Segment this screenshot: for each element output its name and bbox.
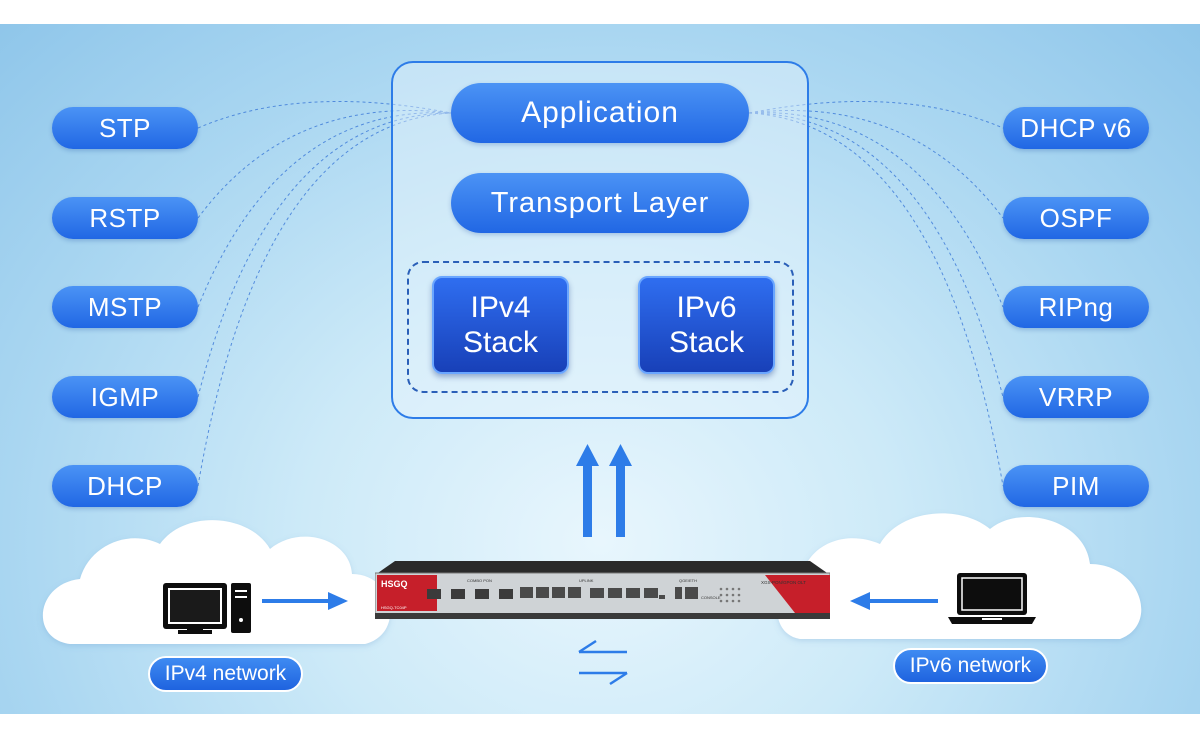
mgmt-label: QGE/ETH — [679, 578, 697, 583]
protocol-pill-stp: STP — [52, 107, 198, 149]
protocol-pill-ospf: OSPF — [1003, 197, 1149, 239]
protocol-label: RIPng — [1038, 291, 1114, 322]
up-arrows-icon — [576, 444, 632, 537]
ipv6-network-text: IPv6 network — [909, 654, 1032, 677]
desktop-computer-icon — [163, 583, 251, 634]
ipv4-stack-sublabel: Stack — [462, 326, 539, 359]
device-model: HSGQ-TC04P — [381, 605, 407, 610]
connector-line-right — [748, 100, 1004, 129]
ipv4-network-label: IPv4 network — [148, 656, 303, 692]
laptop-icon — [948, 573, 1036, 624]
ipv4-network-text: IPv4 network — [164, 662, 287, 685]
ipv4-stack-label: IPv4 — [470, 291, 531, 324]
connector-line-left — [197, 112, 452, 487]
protocol-pill-pim: PIM — [1003, 465, 1149, 507]
uplink-ports — [520, 587, 698, 599]
connector-line-left — [197, 112, 452, 308]
application-label: Application — [521, 96, 679, 129]
olt-device: HSGQ HSGQ-TC04P XGS-PON/GPON OLT COMBO P… — [375, 561, 830, 619]
protocol-label: OSPF — [1039, 202, 1113, 233]
connector-line-left — [197, 112, 452, 398]
transport-layer: Transport Layer — [451, 173, 749, 233]
arrow-right-icon — [262, 592, 348, 610]
connector-line-left — [197, 110, 452, 219]
connector-layer — [42, 100, 1142, 686]
ipv4-stack: IPv4 Stack — [432, 276, 569, 374]
ipv6-network-label: IPv6 network — [893, 648, 1048, 684]
status-leds — [719, 587, 741, 603]
ipv6-stack: IPv6 Stack — [638, 276, 775, 374]
exchange-arrows-icon — [578, 639, 628, 686]
protocol-label: MSTP — [87, 291, 163, 322]
protocol-label: RSTP — [89, 202, 161, 233]
transport-label: Transport Layer — [490, 186, 710, 219]
connector-line-right — [748, 112, 1004, 487]
device-brand: HSGQ — [381, 579, 408, 589]
protocol-pill-mstp: MSTP — [52, 286, 198, 328]
connector-line-right — [748, 110, 1004, 219]
protocol-pill-vrrp: VRRP — [1003, 376, 1149, 418]
protocol-label: IGMP — [90, 381, 160, 412]
protocol-label: DHCP — [87, 470, 163, 501]
diagram-canvas: STP RSTP MSTP IGMP DHCP DHCP v6 OSPF RIP… — [0, 24, 1200, 714]
connector-line-right — [748, 112, 1004, 308]
console-label: CONSOLE — [701, 595, 721, 600]
protocol-label: VRRP — [1038, 381, 1114, 412]
protocol-pill-ripng: RIPng — [1003, 286, 1149, 328]
cloud-icon — [42, 520, 391, 644]
protocol-pill-dhcp: DHCP — [52, 465, 198, 507]
protocol-label: STP — [98, 112, 152, 143]
connector-line-right — [748, 112, 1004, 398]
network-stack-group — [407, 261, 794, 393]
pon-ports — [427, 589, 513, 599]
ipv6-stack-sublabel: Stack — [668, 326, 745, 359]
combo-label: COMBO PON — [467, 578, 492, 583]
device-tag: XGS-PON/GPON OLT — [761, 580, 806, 585]
ipv6-stack-label: IPv6 — [676, 291, 737, 324]
protocol-label: PIM — [1052, 470, 1100, 501]
arrow-left-icon — [850, 592, 938, 610]
application-layer: Application — [451, 83, 749, 143]
uplink-label: UPLINK — [579, 578, 594, 583]
protocol-pill-igmp: IGMP — [52, 376, 198, 418]
protocol-pill-rstp: RSTP — [52, 197, 198, 239]
protocol-label: DHCP v6 — [1020, 112, 1132, 143]
protocol-pill-dhcpv6: DHCP v6 — [1003, 107, 1149, 149]
